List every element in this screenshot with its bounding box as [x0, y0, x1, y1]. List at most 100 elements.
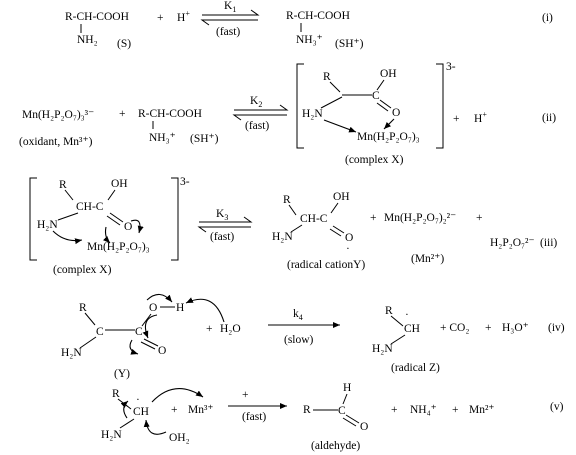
hydronium: H₃O⁺	[502, 322, 529, 334]
bond	[376, 102, 389, 112]
complex-r: R	[323, 71, 331, 83]
electron-arrow	[52, 230, 83, 245]
rate-constant-k1: K1	[224, 0, 236, 14]
water-oh2: OH₂	[169, 432, 190, 444]
substrate-formula: R-CH-COOH	[138, 108, 202, 120]
y-oh-h: H	[176, 302, 184, 314]
product-sh-name: (SH⁺)	[335, 38, 364, 50]
condition-fast: (fast)	[245, 120, 269, 132]
bond	[330, 202, 339, 214]
electron-arrow	[143, 419, 167, 435]
plus-sign: +	[391, 404, 398, 416]
electron-arrow	[102, 226, 111, 244]
complex-c: C	[372, 90, 380, 102]
complex-ch-c: CH-C	[76, 201, 104, 213]
electron-arrow	[130, 219, 144, 234]
reactant-s-amine: NH₂	[77, 34, 98, 46]
electron-arrow	[151, 388, 204, 403]
radical-y-n: H₂N	[272, 231, 293, 243]
complex-metal: Mn(H₂P₂O₇)₃	[357, 131, 420, 143]
electron-arrow	[120, 400, 129, 419]
condition-fast: (fast)	[210, 231, 234, 243]
bond	[109, 212, 124, 223]
water: H₂O	[220, 323, 241, 335]
plus-sign: +	[370, 212, 377, 224]
bond	[329, 228, 342, 237]
radical-y-r: R	[283, 194, 291, 206]
electron-arrow	[142, 314, 158, 339]
bond	[57, 212, 79, 221]
bond	[390, 334, 406, 345]
complex-n: H₂N	[37, 219, 58, 231]
bond	[329, 81, 341, 93]
bond	[376, 79, 385, 91]
y-r: R	[79, 302, 87, 314]
bond	[390, 315, 404, 327]
bond	[345, 414, 360, 424]
reverse-arrow	[200, 19, 258, 26]
reaction-ii: Mn(H₂P₂O₇)₃³⁻ (oxidant, Mn³⁺) + R-CH-COO…	[19, 61, 556, 166]
bond	[320, 96, 343, 109]
bond	[79, 336, 97, 349]
y-name: (Y)	[114, 368, 130, 380]
complex-n: H₂N	[302, 108, 323, 120]
rate-constant-k3: K3	[216, 208, 228, 222]
electron-arrow	[129, 339, 139, 355]
electron-arrow	[146, 293, 173, 303]
reaction-i: R-CH-COOH NH₂ (S) + H+ K1 (fast) R-CH-CO…	[65, 0, 553, 50]
plus-sign: +	[453, 113, 460, 125]
reverse-arrow	[197, 226, 251, 233]
complex-r: R	[59, 179, 67, 191]
forward-arrow	[199, 216, 253, 223]
coordination-arrow	[323, 119, 357, 133]
reactant-s-formula: R-CH-COOH	[65, 11, 129, 23]
plus-sign: +	[119, 108, 126, 120]
product-sh-formula: R-CH-COOH	[286, 10, 350, 22]
bond	[64, 189, 74, 201]
y-c1: C	[96, 326, 104, 338]
reaction-label: (i)	[542, 12, 553, 24]
radical-ch: CH	[133, 406, 149, 418]
forward-arrow	[202, 9, 260, 16]
ammonium: NH₄⁺	[410, 404, 437, 416]
radical-r: R	[112, 388, 120, 400]
complex-name: (complex X)	[345, 154, 404, 166]
electron-arrow	[185, 297, 225, 323]
bond	[141, 313, 152, 327]
complex-charge: 3-	[180, 176, 190, 188]
right-bracket	[171, 177, 179, 261]
mn2-ion: Mn²⁺	[469, 404, 495, 416]
oxidant-formula: Mn(H₂P₂O₇)₃³⁻	[22, 109, 94, 121]
aldehyde-r: R	[303, 404, 311, 416]
co2: + CO₂	[440, 322, 469, 334]
product-sh-ammonium: NH₃⁺	[296, 34, 323, 46]
right-bracket	[436, 63, 444, 149]
complex-name: (complex X)	[53, 264, 112, 276]
proton: H+	[474, 110, 487, 125]
radical-dot: ·	[346, 243, 350, 255]
aldehyde-c: C	[338, 405, 346, 417]
condition-slow: (slow)	[284, 334, 314, 346]
y-oh-o: O	[149, 302, 157, 314]
oxidant-name: (oxidant, Mn³⁺)	[19, 136, 93, 148]
aldehyde-h: H	[343, 382, 351, 394]
mn2-name: (Mn²⁺)	[411, 253, 444, 265]
reaction-iv: R C C H₂N O H O (Y) + H₂O k4 (slow) R · …	[61, 293, 565, 380]
reaction-label: (iii)	[540, 237, 557, 249]
bond	[290, 224, 303, 233]
reaction-v: R · CH H₂N OH₂ + Mn³⁺ + (fast) R C H O (…	[101, 382, 564, 452]
radical-z-name: (radical Z)	[391, 362, 440, 374]
complex-oh: OH	[111, 178, 128, 190]
aldehyde-name: (aldehyde)	[311, 440, 360, 452]
substrate-name: (SH⁺)	[190, 133, 219, 145]
reaction-iii: 3- R CH-C OH O H₂N Mn(H₂P₂O₇)₃ (complex …	[29, 176, 557, 276]
bond	[107, 189, 116, 201]
radical-n: H₂N	[101, 429, 122, 441]
y-o: O	[158, 345, 166, 357]
condition-fast: (fast)	[216, 26, 240, 38]
radical-y-name: (radical cationY)	[287, 259, 365, 271]
rate-constant-k2: K2	[250, 95, 262, 109]
plus-sign: +	[476, 212, 483, 224]
left-bracket	[29, 177, 37, 261]
forward-arrow	[234, 104, 289, 111]
